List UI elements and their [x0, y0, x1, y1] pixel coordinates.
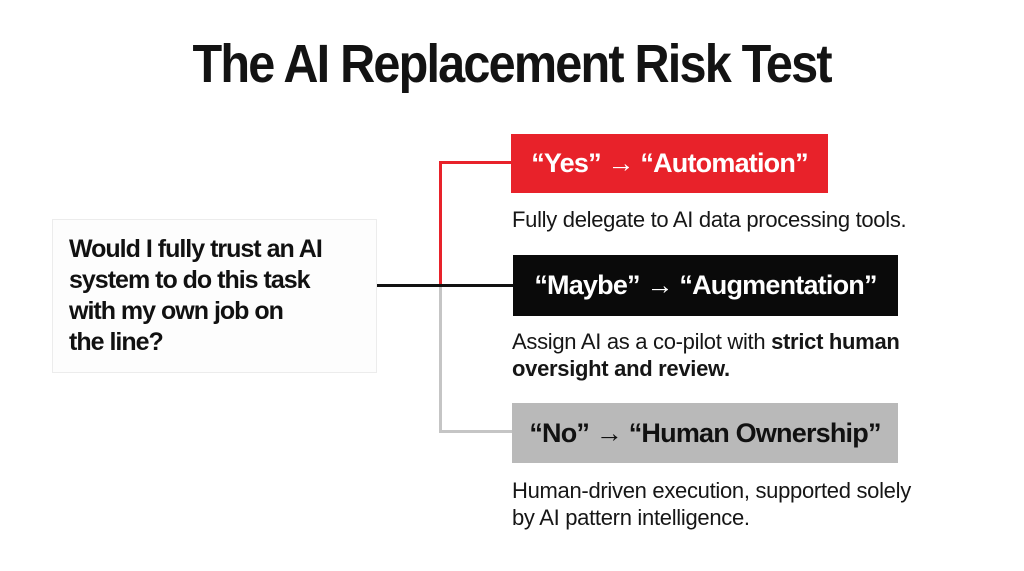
- page-title-text: The AI Replacement Risk Test: [192, 34, 833, 94]
- connector-yes-vertical: [439, 161, 442, 286]
- connector-maybe-horizontal: [377, 284, 513, 287]
- question-line: with my own job on: [69, 297, 284, 325]
- description-line: Assign AI as a co-pilot with strict huma…: [512, 329, 900, 354]
- branch-maybe-description: Assign AI as a co-pilot with strict huma…: [512, 328, 900, 382]
- branch-maybe-box: “Maybe” → “Augmentation”: [513, 255, 898, 316]
- description-line: oversight and review.: [512, 356, 730, 381]
- branch-maybe-label: “Maybe” → “Augmentation”: [534, 270, 877, 300]
- question-line: system to do this task: [69, 266, 311, 294]
- page-title: The AI Replacement Risk Test: [0, 36, 1024, 93]
- description-line: Human-driven execution, supported solely: [512, 478, 911, 503]
- branch-no-description: Human-driven execution, supported solely…: [512, 477, 911, 531]
- description-line: Fully delegate to AI data processing too…: [512, 207, 907, 232]
- connector-no-horizontal: [439, 430, 512, 433]
- question-line: Would I fully trust an AI: [69, 235, 323, 263]
- connector-yes-horizontal: [439, 161, 511, 164]
- branch-yes-label: “Yes” → “Automation”: [531, 148, 808, 178]
- description-line: by AI pattern intelligence.: [512, 505, 750, 530]
- branch-no-box: “No” → “Human Ownership”: [512, 403, 898, 463]
- question-box: Would I fully trust an AI system to do t…: [52, 219, 377, 373]
- branch-yes-box: “Yes” → “Automation”: [511, 134, 828, 193]
- connector-no-vertical: [439, 287, 442, 433]
- branch-yes-description: Fully delegate to AI data processing too…: [512, 206, 907, 233]
- question-line: the line?: [69, 328, 164, 356]
- branch-no-label: “No” → “Human Ownership”: [529, 417, 881, 448]
